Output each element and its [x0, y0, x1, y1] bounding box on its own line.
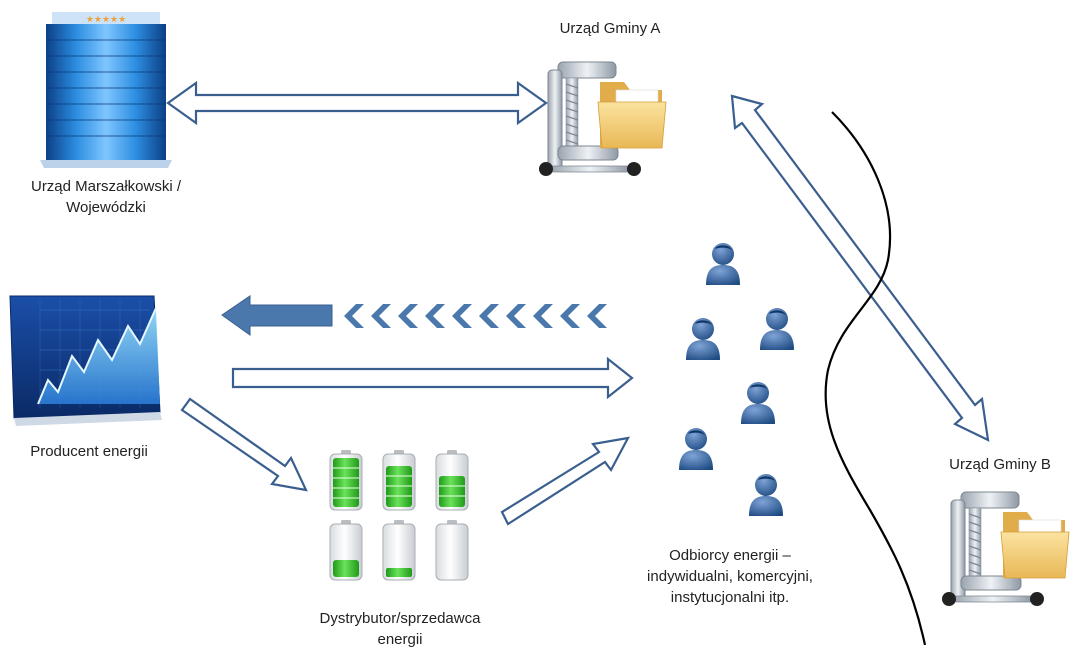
consumer-group	[679, 243, 794, 516]
boundary-line	[824, 111, 927, 645]
label-marszalkowski-line1: Urząd Marszałkowski /	[30, 178, 182, 195]
battery-icon	[382, 519, 416, 581]
growth-chart-icon	[9, 295, 162, 426]
label-producent: Producent energii	[30, 443, 148, 460]
arrow-producer-to-distributor	[180, 397, 308, 492]
double-arrow-marszalkowski-gmina	[166, 80, 548, 126]
battery-icon	[435, 519, 469, 581]
svg-text:★★★★★: ★★★★★	[86, 15, 126, 25]
arrow-producer-to-consumers	[231, 356, 634, 400]
file-clamp-icon-gmina-a	[538, 61, 667, 177]
label-dystrybutor: Dystrybutor/sprzedawca energii	[290, 608, 510, 650]
double-arrow-gmina-a-gmina-b	[730, 94, 990, 442]
label-odbiorcy-line1: Odbiorcy energii –	[669, 547, 791, 564]
label-gmina-a: Urząd Gminy A	[559, 20, 661, 37]
person-icon	[686, 318, 720, 360]
label-odbiorcy-line3: instytucjonalni itp.	[670, 589, 790, 606]
person-icon	[760, 308, 794, 350]
label-dystrybutor-line2: energii	[377, 631, 423, 648]
arrow-distributor-to-consumers	[500, 436, 631, 526]
label-marszalkowski-line2: Wojewódzki	[66, 199, 146, 216]
battery-grid	[329, 449, 469, 581]
battery-icon	[435, 449, 469, 511]
label-odbiorcy-line2: indywidualni, komercyjni,	[647, 568, 813, 585]
person-icon	[741, 382, 775, 424]
battery-icon	[329, 519, 363, 581]
office-building-icon: ★★★★★	[40, 12, 172, 168]
chevron-arrow-row	[344, 304, 607, 328]
battery-icon	[382, 449, 416, 511]
person-icon	[706, 243, 740, 285]
file-clamp-icon-gmina-b	[941, 491, 1070, 607]
person-icon	[679, 428, 713, 470]
label-odbiorcy: Odbiorcy energii – indywidualni, komercy…	[630, 545, 830, 608]
label-dystrybutor-line1: Dystrybutor/sprzedawca	[319, 610, 481, 627]
battery-icon	[329, 449, 363, 511]
person-icon	[749, 474, 783, 516]
solid-arrow-to-producer	[221, 295, 333, 336]
label-gmina-b: Urząd Gminy B	[949, 456, 1051, 473]
label-marszalkowski: Urząd Marszałkowski / Wojewódzki	[0, 176, 212, 218]
